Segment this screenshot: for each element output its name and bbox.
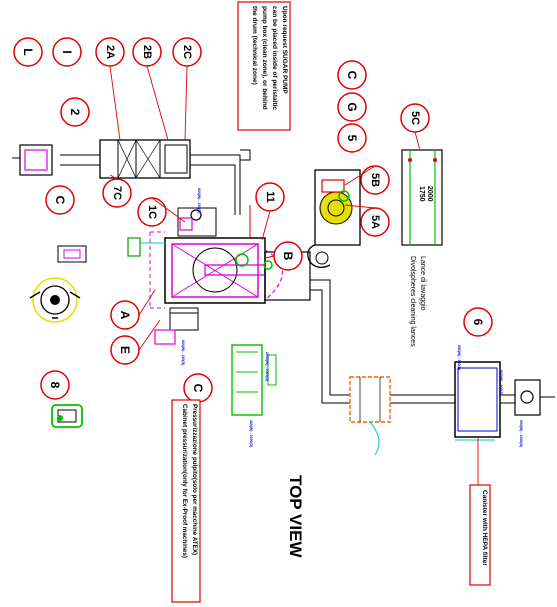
callout-C-left: C <box>45 185 75 215</box>
callout-1C: 1C <box>137 197 167 227</box>
sugar-pump-note: Upon request SUGAR PUMP can be placed in… <box>237 1 291 131</box>
callout-11: 11 <box>255 182 285 212</box>
svg-text:E: E <box>118 346 132 354</box>
callout-8: 8 <box>40 370 70 400</box>
pan-machine <box>307 169 361 268</box>
svg-text:Canister with HEPA filter: Canister with HEPA filter <box>481 490 488 566</box>
svg-text:C: C <box>53 196 67 205</box>
dust-collector <box>349 361 555 456</box>
svg-text:L: L <box>21 48 35 55</box>
callout-5: 5 <box>337 123 367 153</box>
page-title: TOP VIEW <box>286 475 305 558</box>
svg-text:C: C <box>191 384 205 393</box>
svg-text:B: B <box>281 252 295 261</box>
svg-text:1750: 1750 <box>418 186 425 202</box>
callout-2: 2 <box>60 97 90 127</box>
svg-text:the drum (technical zone): the drum (technical zone) <box>251 6 258 85</box>
svg-text:Cabinet pressurization(only fo: Cabinet pressurization(only for Ex-Proof… <box>181 404 188 558</box>
callouts: L I 2A 2B 2C 2 C 7C C G 5 5C 5B 5A 1C 11… <box>13 37 493 403</box>
svg-text:5B: 5B <box>369 173 381 187</box>
callout-6: 6 <box>463 307 493 337</box>
lances-note: Lance di lavaggio Divolspheres cleaning … <box>409 256 426 347</box>
dimension-labels: 600(W) - 150(D) 600(W) - 150(D) 2000(W) … <box>181 188 523 447</box>
callout-2B: 2B <box>132 37 162 67</box>
svg-text:Lance di lavaggio: Lance di lavaggio <box>419 256 426 311</box>
air-handling-unit <box>12 139 191 179</box>
callout-B: B <box>273 241 303 271</box>
callout-E: E <box>110 335 140 365</box>
svg-text:Divolspheres cleaning lances: Divolspheres cleaning lances <box>409 256 416 347</box>
ahu-body <box>99 139 191 179</box>
svg-text:900(W) - 600(D): 900(W) - 600(D) <box>499 370 503 395</box>
canister-note: Canister with HEPA filter <box>469 484 491 586</box>
svg-text:pump box (clean zone), or behi: pump box (clean zone), or behind <box>261 6 268 110</box>
leader-lines <box>109 65 479 485</box>
svg-text:A: A <box>118 311 132 320</box>
callout-2A: 2A <box>95 37 125 67</box>
lance-dimensions: 2000 1750 <box>418 186 433 202</box>
callout-A: A <box>110 300 140 330</box>
svg-text:5A: 5A <box>369 215 381 229</box>
callout-5B: 5B <box>360 165 390 195</box>
svg-text:2: 2 <box>68 109 82 116</box>
control-cabinet <box>154 307 199 345</box>
mobile-panel <box>231 344 277 416</box>
coating-drum <box>127 205 311 309</box>
callout-5C: 5C <box>400 103 430 133</box>
peristaltic-pump-box <box>177 207 217 237</box>
svg-text:Upon request SUGAR PUMP: Upon request SUGAR PUMP <box>281 6 288 94</box>
svg-text:6: 6 <box>471 319 485 326</box>
callout-2C: 2C <box>172 37 202 67</box>
svg-text:2B: 2B <box>141 45 153 59</box>
cleaning-lances <box>401 149 443 246</box>
svg-text:G: G <box>345 102 359 111</box>
aux-unit-inner <box>24 149 48 171</box>
solution-tank <box>51 404 83 428</box>
drum-inner <box>171 243 259 298</box>
svg-text:5C: 5C <box>409 111 421 125</box>
svg-text:900(W) - 1000(D): 900(W) - 1000(D) <box>519 420 523 447</box>
callout-5A: 5A <box>360 207 390 237</box>
aux-unit <box>19 144 53 176</box>
svg-text:11: 11 <box>264 191 276 203</box>
callout-C-bottom: C <box>183 373 213 403</box>
svg-text:2A: 2A <box>104 45 116 59</box>
svg-text:650(W) - 600(D): 650(W) - 600(D) <box>457 345 461 370</box>
svg-text:600(W) - 150(D): 600(W) - 150(D) <box>197 188 201 213</box>
left-equipment <box>29 245 87 323</box>
callout-I: I <box>52 37 82 67</box>
svg-text:5: 5 <box>345 135 359 142</box>
svg-text:8: 8 <box>48 382 62 389</box>
callout-L: L <box>13 37 43 67</box>
cabinet-note: Pressurizzazione pulpito(solo per macchi… <box>171 399 201 603</box>
svg-text:2C: 2C <box>181 45 193 59</box>
svg-text:2000(W) - 1000(D): 2000(W) - 1000(D) <box>265 352 269 381</box>
svg-text:7C: 7C <box>111 186 123 200</box>
svg-text:400(W) - 1000(D): 400(W) - 1000(D) <box>249 420 253 447</box>
callout-G: G <box>337 92 367 122</box>
svg-text:1C: 1C <box>146 205 158 219</box>
svg-text:I: I <box>60 50 74 53</box>
callout-C-right: C <box>337 60 367 90</box>
svg-text:2000: 2000 <box>426 186 433 202</box>
svg-text:600(W) - 150(D): 600(W) - 150(D) <box>181 340 185 365</box>
callout-7C: 7C <box>102 178 132 208</box>
svg-text:C: C <box>345 71 359 80</box>
svg-text:Pressurizzazione pulpito(solo: Pressurizzazione pulpito(solo per macchi… <box>191 404 198 555</box>
svg-text:can be placed inside of perist: can be placed inside of peristaltic <box>271 6 278 110</box>
